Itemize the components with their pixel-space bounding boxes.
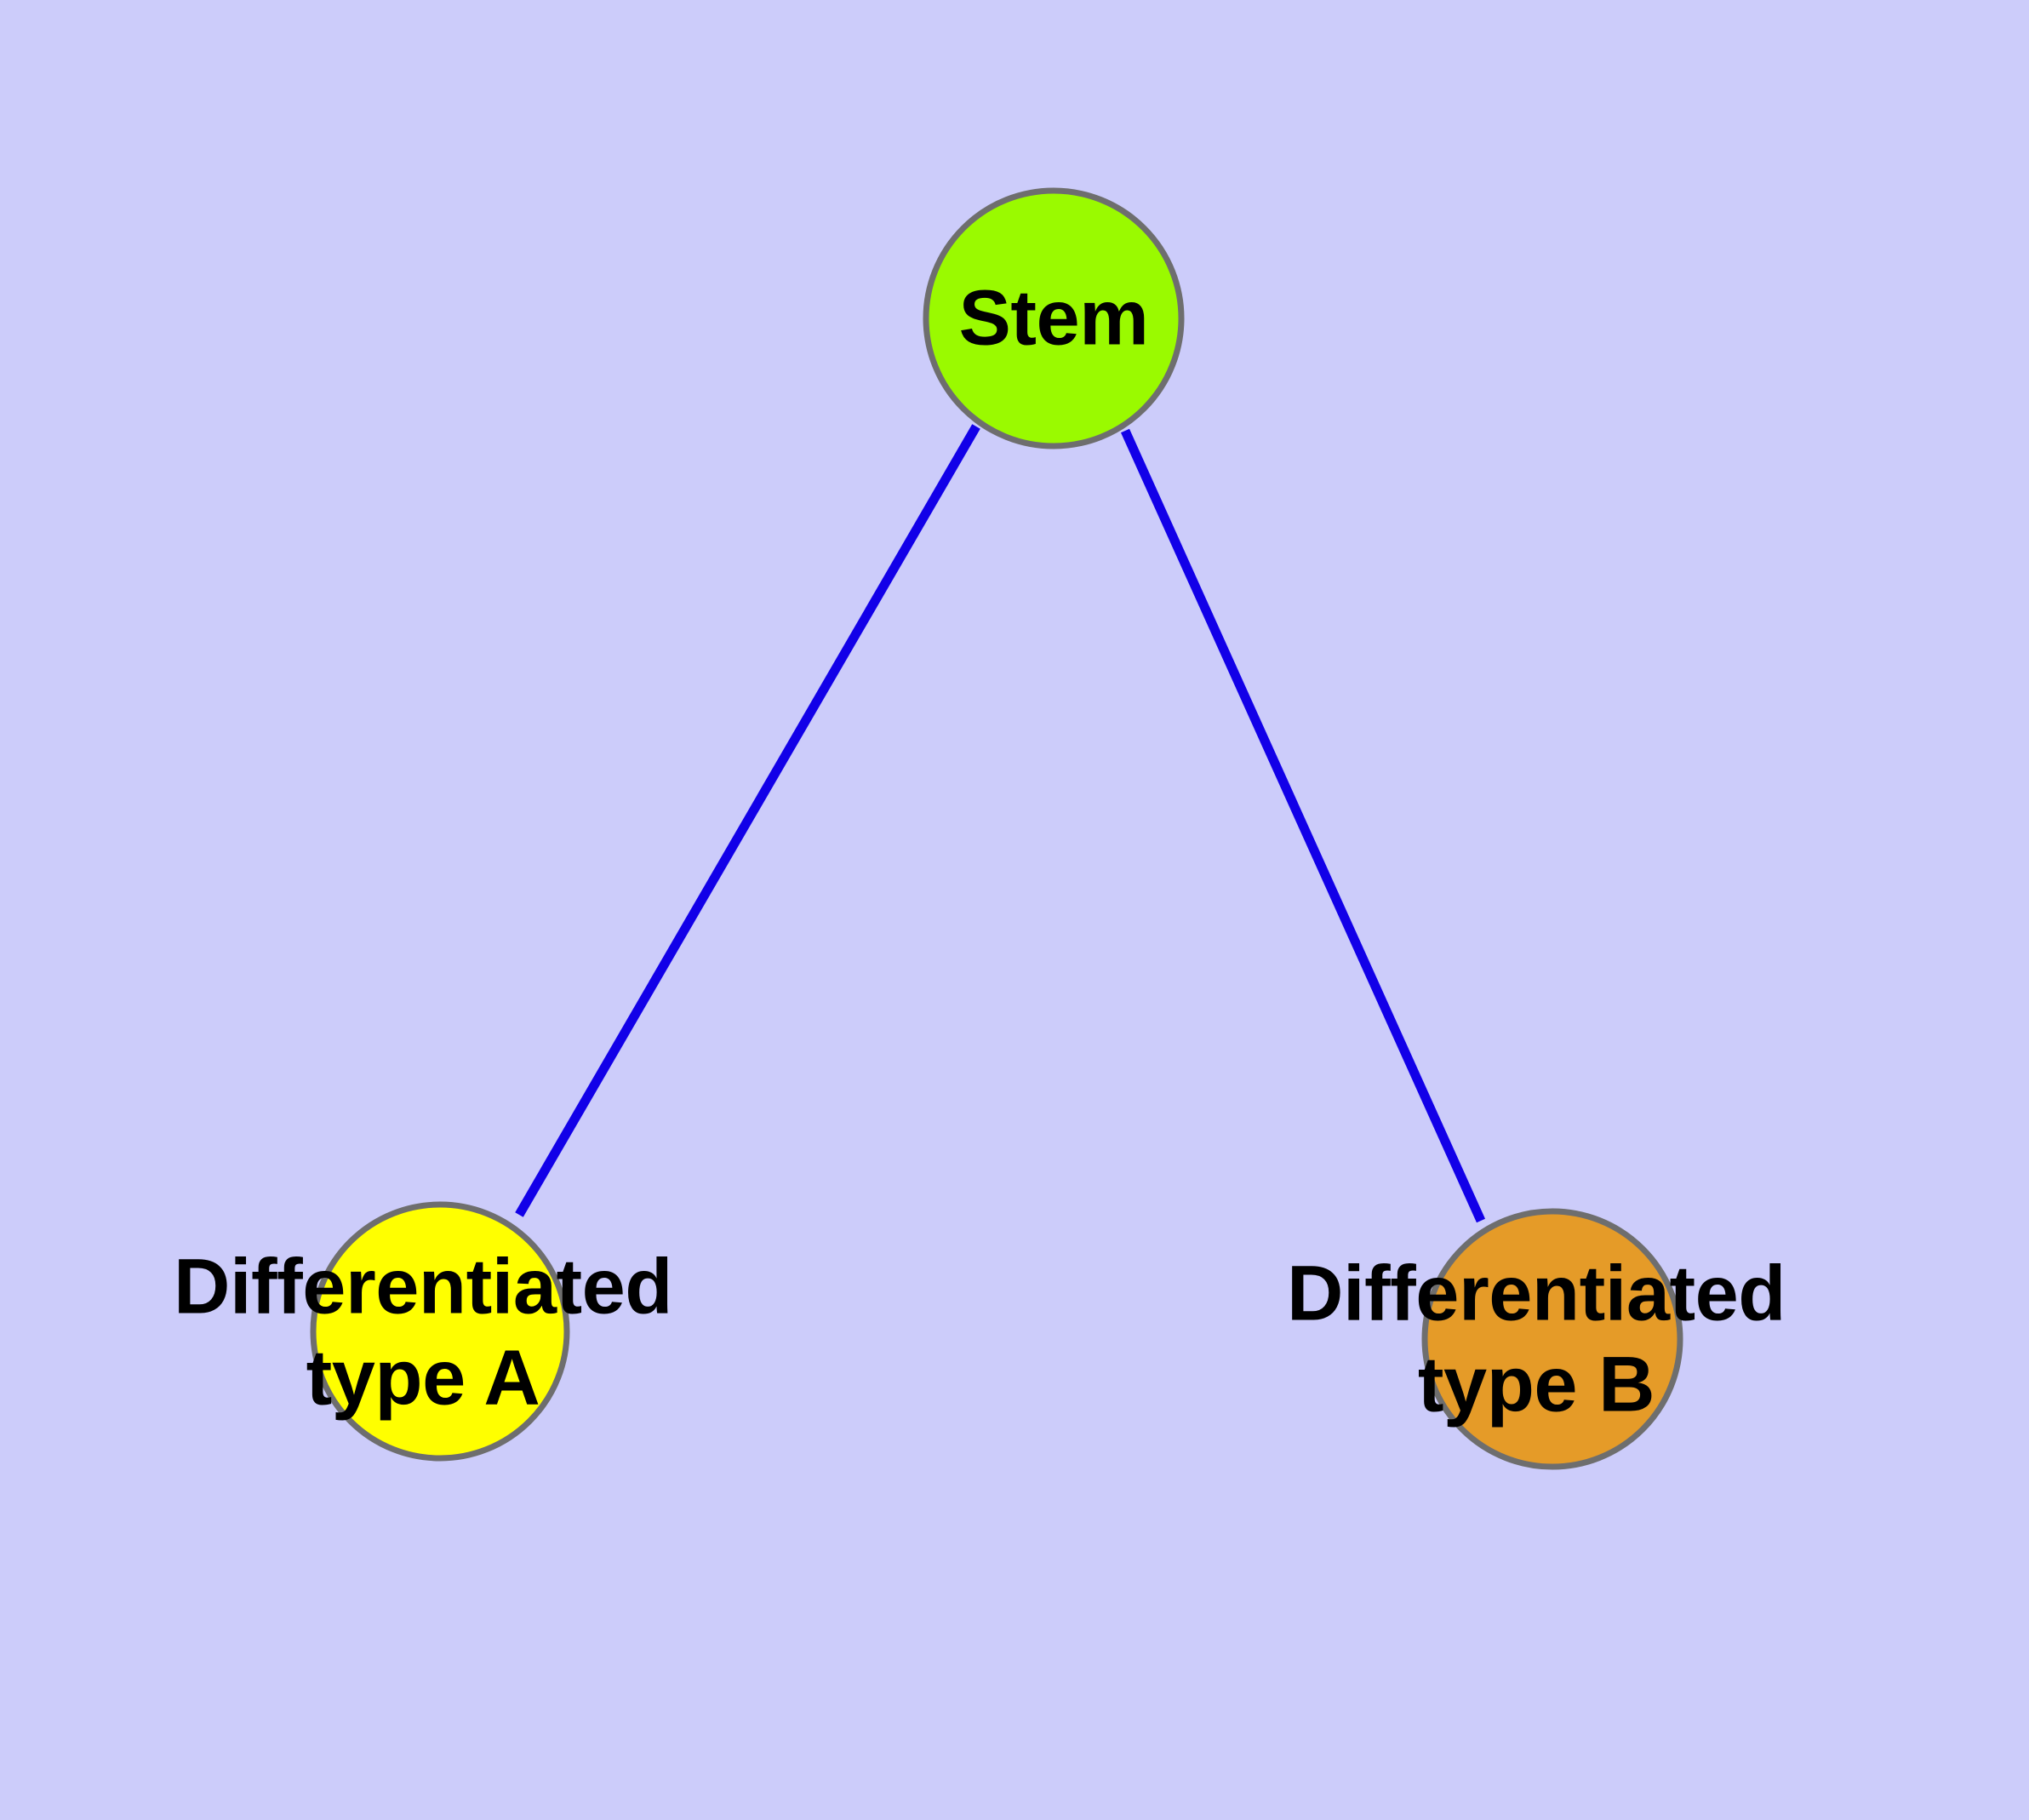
node-differentiated-type-a[interactable] xyxy=(310,1201,570,1462)
edge-stem-to-differentiated-type-b[interactable] xyxy=(1120,428,1486,1223)
node-stem[interactable] xyxy=(923,187,1185,449)
edge-layer xyxy=(515,424,1486,1223)
node-differentiated-type-b[interactable] xyxy=(1421,1208,1683,1470)
node-layer xyxy=(310,187,1683,1470)
edge-stem-to-differentiated-type-a[interactable] xyxy=(515,424,980,1217)
